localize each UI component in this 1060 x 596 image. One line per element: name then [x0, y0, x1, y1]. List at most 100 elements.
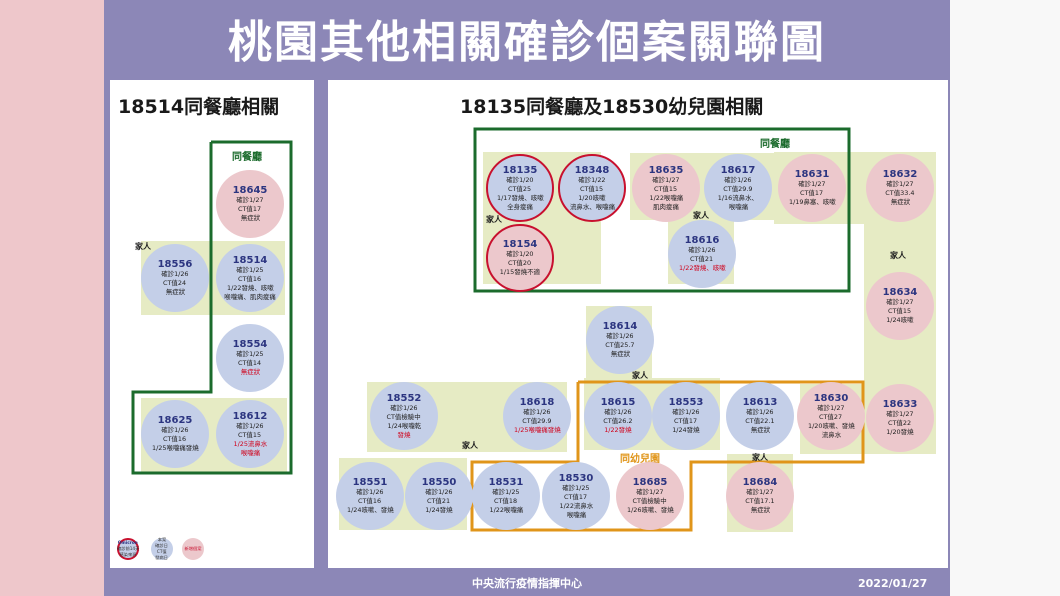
case-detail: CT值16: [238, 274, 262, 283]
title-bar: 桃園其他相關確診個案關聯圖: [104, 0, 950, 76]
footer-organization: 中央流行疫情指揮中心: [472, 577, 582, 590]
case-detail: 發燒: [397, 430, 411, 439]
case-detail: 全身痠痛: [507, 202, 533, 211]
case-id: 18551: [352, 477, 388, 488]
case-detail: 1/20發燒: [886, 428, 914, 436]
left-background: [0, 0, 104, 596]
case-detail: 確診1/27: [886, 410, 914, 418]
case-detail: CT值14: [238, 359, 262, 367]
case-detail: 1/25喉嚨痛發燒: [151, 444, 199, 452]
legend-omicron-sub: 確診前14天: [116, 546, 140, 552]
legend-omicron-sub: 感染來源: [119, 552, 137, 558]
case-id: 18645: [232, 185, 268, 196]
case-id: 18531: [488, 477, 524, 488]
case-detail: 肌肉痠痛: [653, 202, 679, 211]
case-id: 18552: [386, 392, 422, 404]
case-detail: 1/15發燒不適: [499, 268, 541, 276]
case-detail: CT值33.4: [885, 189, 915, 197]
family-label: 家人: [752, 453, 768, 462]
case-detail: 無症狀: [240, 214, 260, 222]
case-detail: 確診1/26: [604, 408, 632, 416]
case-detail: CT值16: [358, 497, 382, 505]
case-detail: 無症狀: [165, 288, 185, 296]
case-detail: 確診1/26: [356, 488, 384, 496]
case-detail: CT值17: [674, 417, 698, 425]
case-detail: 無症狀: [890, 198, 910, 206]
case-detail: 1/22喉嚨痛: [649, 193, 683, 202]
footer-date: 2022/01/27: [858, 577, 928, 590]
case-detail: 確診1/27: [798, 180, 826, 188]
case-detail: 1/24咳嗽: [886, 316, 914, 324]
case-detail: 1/16流鼻水、: [717, 193, 759, 202]
family-label: 家人: [890, 251, 906, 260]
case-id: 18556: [157, 259, 193, 270]
case-detail: 確診1/27: [746, 488, 774, 496]
case-detail: CT值17: [564, 492, 588, 501]
case-detail: CT值15: [888, 307, 912, 315]
footer-bar: [104, 572, 950, 596]
case-detail: CT值25.7: [605, 341, 635, 349]
case-id: 18530: [558, 472, 594, 484]
case-detail: CT值22: [888, 419, 912, 427]
case-detail: 1/22喉嚨痛: [489, 506, 523, 514]
case-detail: 1/25流鼻水: [233, 439, 267, 448]
case-detail: 喉嚨痛: [566, 510, 586, 519]
case-detail: 1/24發燒: [425, 506, 453, 514]
legend-new-case: 新增個案: [182, 538, 204, 560]
case-detail: 無症狀: [750, 426, 770, 434]
case-id: 18554: [232, 339, 268, 350]
case-detail: 喉嚨痛: [728, 202, 748, 211]
case-detail: 喉嚨痛、肌肉痠痛: [224, 292, 276, 301]
left-restaurant-label: 同餐廳: [232, 152, 262, 163]
case-detail: 流鼻水、喉嚨痛: [569, 202, 615, 211]
legend-reported-case: 本案 確診日 CT值 發病日: [151, 537, 173, 561]
case-detail: 1/20咳嗽: [578, 193, 606, 202]
family-label: 家人: [135, 242, 151, 251]
case-detail: 無症狀: [610, 350, 630, 358]
case-id: 18154: [502, 239, 538, 250]
case-detail: 1/24咳嗽、發燒: [346, 506, 394, 514]
case-detail: CT值27: [819, 412, 843, 421]
case-id: 18514: [232, 254, 268, 266]
case-detail: 確診1/27: [886, 180, 914, 188]
case-detail: 1/17發燒、咳嗽: [496, 193, 544, 202]
case-detail: 喉嚨痛: [240, 448, 260, 457]
case-detail: CT值25: [508, 184, 532, 193]
case-detail: 確診1/26: [390, 403, 418, 412]
case-detail: 確診1/25: [562, 483, 590, 492]
case-detail: CT值18: [494, 497, 518, 505]
case-detail: 1/20咳嗽、發燒: [807, 421, 855, 430]
page-title: 桃園其他相關確診個案關聯圖: [228, 17, 826, 68]
case-detail: 1/22流鼻水: [559, 501, 593, 510]
family-label: 家人: [693, 211, 709, 220]
case-detail: CT值17: [800, 189, 824, 197]
right-heading: 18135同餐廳及18530幼兒園相關: [460, 96, 764, 118]
case-detail: CT值29.9: [723, 184, 753, 193]
case-detail: 確診1/25: [236, 265, 264, 274]
case-detail: 確診1/26: [606, 332, 634, 340]
case-detail: CT值21: [427, 497, 451, 505]
case-id: 18625: [157, 415, 193, 426]
case-detail: 無症狀: [750, 506, 770, 514]
legend-omicron-label: Omicron: [117, 540, 139, 546]
right-restaurant-label: 同餐廳: [760, 139, 790, 150]
kindergarten-label: 同幼兒園: [620, 454, 660, 465]
legend-reported-line: 本案: [157, 537, 167, 543]
case-id: 18617: [720, 164, 756, 176]
left-restaurant-border: [131, 140, 293, 475]
